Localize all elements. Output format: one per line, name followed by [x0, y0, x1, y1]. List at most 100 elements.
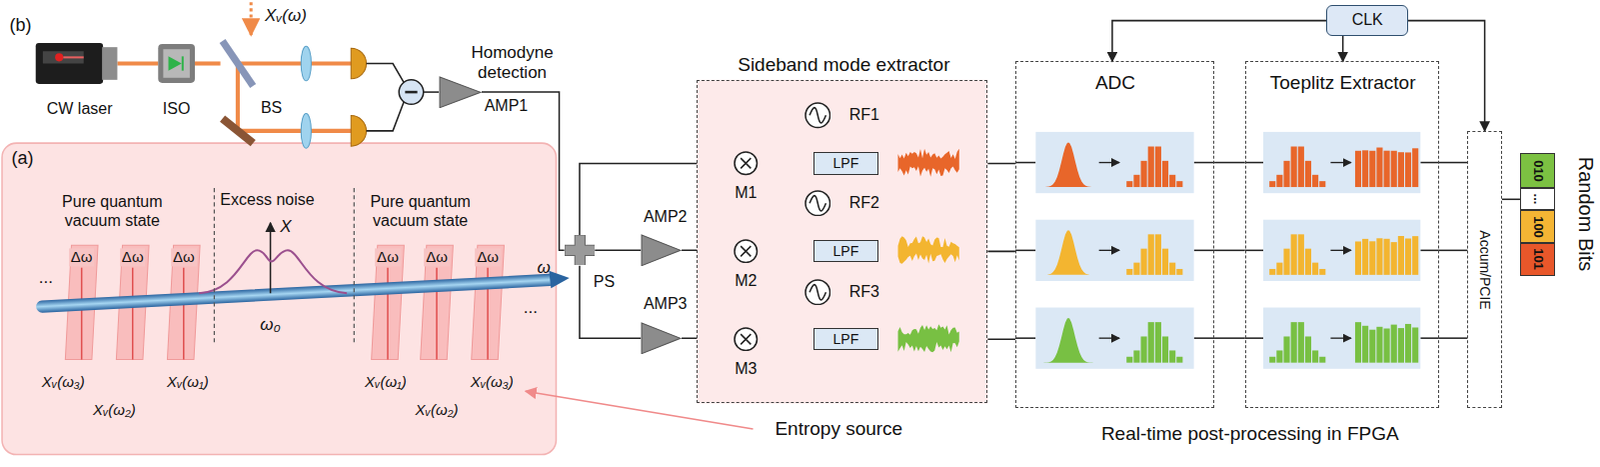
signal-wire: [1408, 20, 1486, 131]
component-icon: CW laser: [35, 42, 118, 84]
signal-wire: [1214, 336, 1246, 339]
histogram-bar: [1291, 233, 1298, 275]
histogram-bar: [1398, 235, 1405, 275]
node-text: ...: [1530, 193, 1546, 205]
histogram-bar: [1405, 237, 1412, 274]
amplifier-triangle: AMP2: [640, 233, 682, 267]
histogram-bar: [1126, 180, 1133, 187]
histogram-bar: [1319, 180, 1326, 187]
free-label: Xᵥ(ω₁): [166, 372, 209, 390]
node-text: Sideband mode extractor: [737, 53, 950, 76]
histogram-bar: [1269, 356, 1276, 363]
adc-panel: [1035, 307, 1194, 369]
signal-wire: [1214, 161, 1246, 164]
free-label: Xᵥ(ω₂): [92, 401, 136, 419]
minus-sign: [404, 90, 417, 94]
histogram-bar: [1384, 238, 1391, 275]
histogram-bar: [1305, 335, 1312, 362]
histogram-bar: [1391, 150, 1398, 187]
node-text: AMP1: [484, 96, 529, 115]
node-text: 101: [1530, 247, 1546, 270]
isolator-icon: [157, 43, 195, 83]
noise-waveform: [898, 148, 960, 177]
free-label: ...: [523, 298, 538, 319]
histogram-bar: [1276, 349, 1283, 362]
frequency-slice: [471, 244, 505, 359]
histogram-bar: [1298, 321, 1305, 363]
node-text: LPF: [833, 154, 860, 171]
noise-waveform: [898, 235, 960, 264]
arrow: [1099, 336, 1120, 338]
frequency-slice: [371, 244, 405, 359]
node-text: LPF: [833, 330, 860, 347]
wire: [1245, 161, 1264, 164]
toeplitz-panel: [1263, 307, 1421, 369]
free-label: Xᵥ(ω₂): [415, 401, 459, 419]
histogram-bar: [1369, 329, 1376, 363]
node-text: PS: [593, 272, 615, 291]
component-icon: ISO: [157, 43, 195, 83]
histogram-bar: [1162, 335, 1169, 362]
histogram-bar: [1133, 262, 1140, 275]
histogram-bar: [1362, 149, 1369, 187]
bit-cell: 100: [1520, 209, 1556, 243]
free-label: Δω: [170, 248, 197, 266]
histogram-bar: [1141, 248, 1148, 275]
histogram-bar: [1398, 151, 1405, 187]
free-label: ω: [537, 257, 551, 278]
filter-box: LPF: [813, 239, 879, 262]
histogram-bar: [1355, 150, 1362, 187]
wire: [1420, 336, 1439, 339]
histogram-bar: [1412, 326, 1419, 362]
histogram-bar: [1126, 356, 1133, 363]
signal-wire: [1502, 198, 1521, 201]
gaussian: [1043, 317, 1095, 362]
histogram-bar: [1269, 268, 1276, 275]
histogram-bar: [1162, 248, 1169, 275]
node-text: LPF: [833, 242, 860, 259]
free-label: Random Bits: [1573, 156, 1597, 272]
wire: [1015, 161, 1036, 164]
signal-wire: [579, 265, 641, 338]
wire: [1194, 161, 1215, 164]
histogram-bar: [1283, 160, 1290, 187]
photodetectors: [350, 47, 366, 146]
histogram-bar: [1126, 268, 1133, 275]
amplifier-triangle: AMP3: [640, 321, 682, 355]
wire: [1015, 336, 1036, 339]
mirror: [222, 118, 254, 144]
histogram-bar: [1405, 323, 1412, 363]
accumulator-box: Accum/PCIE: [1467, 130, 1503, 409]
histogram-bar: [1291, 146, 1298, 188]
free-label: Xᵥ(ω): [264, 6, 307, 27]
histogram-bar: [1176, 356, 1183, 363]
histogram-bar: [1412, 235, 1419, 275]
slice-center: [182, 267, 185, 360]
histogram-bar: [1141, 335, 1148, 362]
node-text: RF3: [849, 282, 880, 301]
wire: [1420, 249, 1439, 252]
rf-source-circle: RF1: [804, 101, 832, 129]
dashed-block: ADC: [1015, 60, 1215, 408]
node-text: ADC: [1095, 71, 1136, 94]
excess-noise-curve: [198, 249, 347, 293]
histogram-bar: [1376, 237, 1383, 275]
free-label: Pure quantum vacuum state: [50, 192, 174, 230]
node-text: (a): [10, 147, 33, 169]
frequency-slice: [420, 244, 454, 359]
histogram-bar: [1283, 248, 1290, 275]
arrow: [1330, 249, 1351, 251]
optical-beam: [116, 60, 158, 65]
histogram-bar: [1141, 160, 1148, 187]
node-text: RF2: [849, 193, 880, 212]
histogram-bar: [1169, 262, 1176, 275]
node-text: RF1: [849, 105, 880, 124]
histogram-bar: [1355, 240, 1362, 274]
signal-wire: [594, 249, 641, 252]
detector-wires: [366, 62, 439, 130]
free-label: Homodyne detection: [461, 43, 564, 83]
histogram-bar: [1155, 233, 1162, 275]
dashed-block: Toeplitz Extractor: [1245, 60, 1440, 408]
histogram-bar: [1283, 335, 1290, 362]
histogram-bar: [1412, 147, 1419, 187]
